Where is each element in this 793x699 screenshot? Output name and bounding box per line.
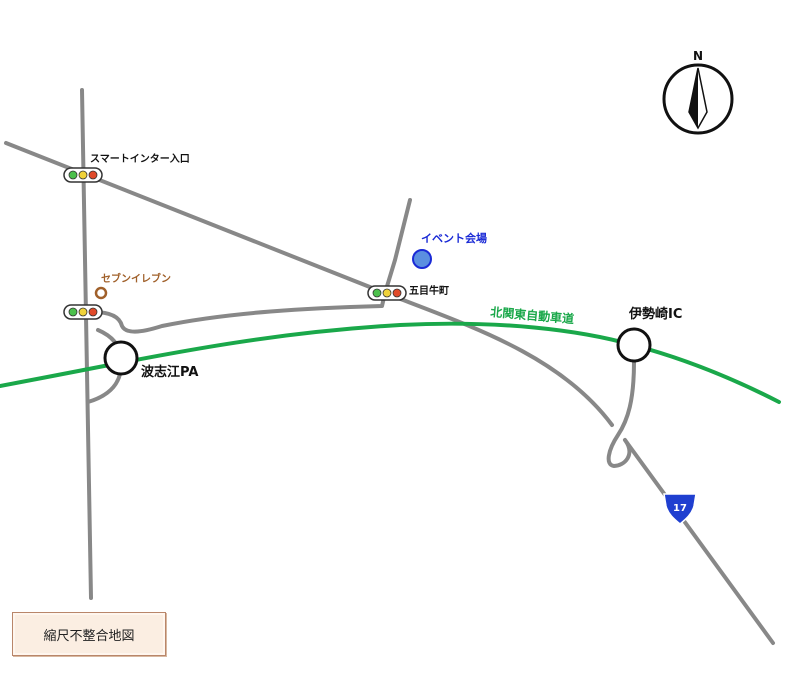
route-17-shield: 17	[663, 493, 697, 525]
label-seven-eleven: セブンイレブン	[101, 272, 171, 285]
north-arrow-icon: N	[662, 49, 734, 135]
label-gomegyu: 五目牛町	[409, 284, 449, 297]
ic-ramp-road	[606, 360, 636, 468]
compass-letter: N	[693, 49, 703, 63]
route-17-number: 17	[673, 503, 687, 514]
traffic-signal-gomegyu	[367, 285, 407, 301]
hashie-pa-marker	[103, 340, 139, 376]
seven-eleven-marker	[94, 286, 108, 300]
traffic-signal-smart-ic	[63, 167, 103, 183]
kita-kanto-expressway	[0, 321, 781, 404]
label-event-venue: イベント会場	[421, 231, 487, 245]
national-route-17-road	[623, 438, 775, 645]
label-hashie-pa: 波志江PA	[141, 364, 198, 380]
event-venue-marker	[412, 249, 432, 269]
diagonal-road	[4, 141, 614, 427]
label-smart-ic: スマートインター入口	[90, 153, 190, 165]
hashie-access-road	[91, 291, 387, 334]
vertical-road	[80, 88, 93, 600]
scale-disclaimer: 縮尺不整合地図	[12, 612, 166, 656]
label-isesaki-ic: 伊勢崎IC	[628, 306, 682, 322]
traffic-signal-seven	[63, 304, 103, 320]
gomegyu-north-road	[383, 198, 412, 295]
label-expressway: 北関東自動車道	[490, 304, 575, 326]
isesaki-ic-marker	[616, 327, 652, 363]
